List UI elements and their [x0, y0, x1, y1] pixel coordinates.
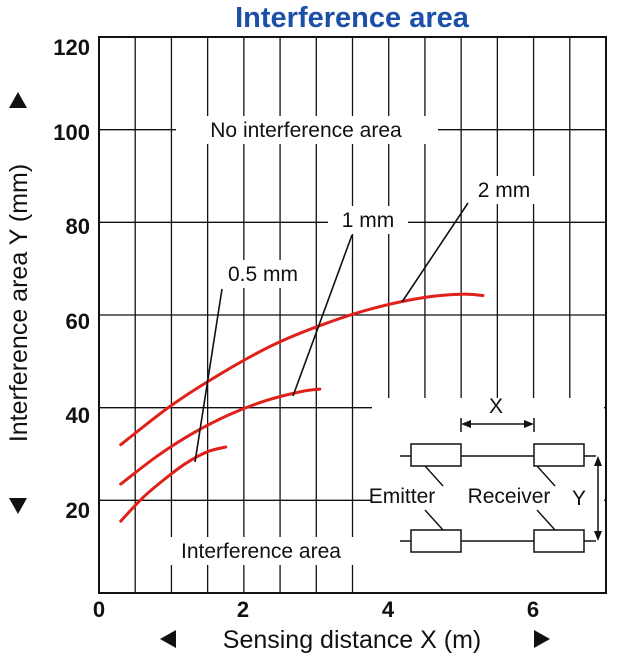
arrowhead-icon — [461, 420, 471, 428]
x-axis-title: Sensing distance X (m) — [160, 626, 550, 654]
inset-x-label: X — [489, 395, 503, 418]
leader-line — [401, 202, 469, 303]
annotation-no-interference: No interference area — [176, 116, 438, 144]
label-bg — [463, 176, 545, 204]
chart-title: Interference area — [235, 2, 470, 34]
y-tick-label: 60 — [66, 309, 90, 334]
label-bg — [212, 260, 314, 288]
x-axis-label: Sensing distance X (m) — [223, 626, 481, 654]
x-tick-label: 4 — [382, 597, 395, 622]
series-line-0 — [119, 445, 228, 523]
arrow-right-icon — [534, 630, 550, 648]
series-labels: 0.5 mm 1 mm 2 mm — [194, 176, 545, 463]
annotation-bg — [154, 537, 368, 565]
annotation-interference: Interference area — [154, 537, 368, 565]
y-tick-label: 20 — [66, 498, 90, 523]
arrow-left-icon — [160, 630, 176, 648]
series-line-1 — [119, 387, 322, 486]
emitter-label: Emitter — [369, 485, 436, 508]
emitter-box — [410, 529, 462, 553]
series-label: 2 mm — [478, 179, 531, 202]
series-label: 0.5 mm — [228, 263, 298, 286]
arrow-down-icon — [9, 498, 27, 514]
plot-frame — [98, 36, 607, 594]
interference-label: Interference area — [181, 540, 341, 563]
receiver-label: Receiver — [468, 485, 551, 508]
y-tick-label: 120 — [53, 35, 90, 60]
series-group — [119, 292, 485, 523]
x-tick-label: 6 — [527, 597, 539, 622]
series-label: 1 mm — [342, 209, 395, 232]
inset-diagram: X Y Emitter Receiver — [369, 395, 604, 592]
annotation-bg — [176, 116, 438, 144]
receiver-leader-line — [536, 465, 556, 487]
no-interference-label: No interference area — [210, 119, 402, 142]
arrowhead-icon — [524, 420, 534, 428]
emitter-leader-line — [424, 509, 444, 531]
arrowhead-icon — [594, 456, 602, 466]
receiver-leader-line — [536, 509, 556, 531]
y-tick-label: 40 — [66, 403, 90, 428]
receiver-box — [533, 529, 585, 553]
x-tick-label: 2 — [237, 597, 249, 622]
series-line-2 — [119, 292, 485, 447]
x-tick-labels: 0 2 4 6 — [93, 597, 539, 622]
y-tick-label: 80 — [66, 214, 90, 239]
y-tick-labels: 20 40 60 80 100 120 — [53, 35, 90, 523]
inset-background — [372, 398, 604, 592]
y-axis-label: Interference area Y (mm) — [5, 164, 33, 442]
emitter-box — [410, 443, 462, 467]
inset-y-label: Y — [572, 487, 586, 510]
receiver-box — [533, 443, 585, 467]
arrow-up-icon — [9, 92, 27, 108]
emitter-leader-line — [424, 465, 444, 487]
label-bg — [328, 206, 408, 234]
leader-line — [292, 234, 353, 397]
leader-line — [194, 288, 223, 463]
x-tick-label: 0 — [93, 597, 105, 622]
arrowhead-icon — [594, 531, 602, 541]
y-tick-label: 100 — [53, 120, 90, 145]
y-axis-title: Interference area Y (mm) — [5, 92, 33, 514]
